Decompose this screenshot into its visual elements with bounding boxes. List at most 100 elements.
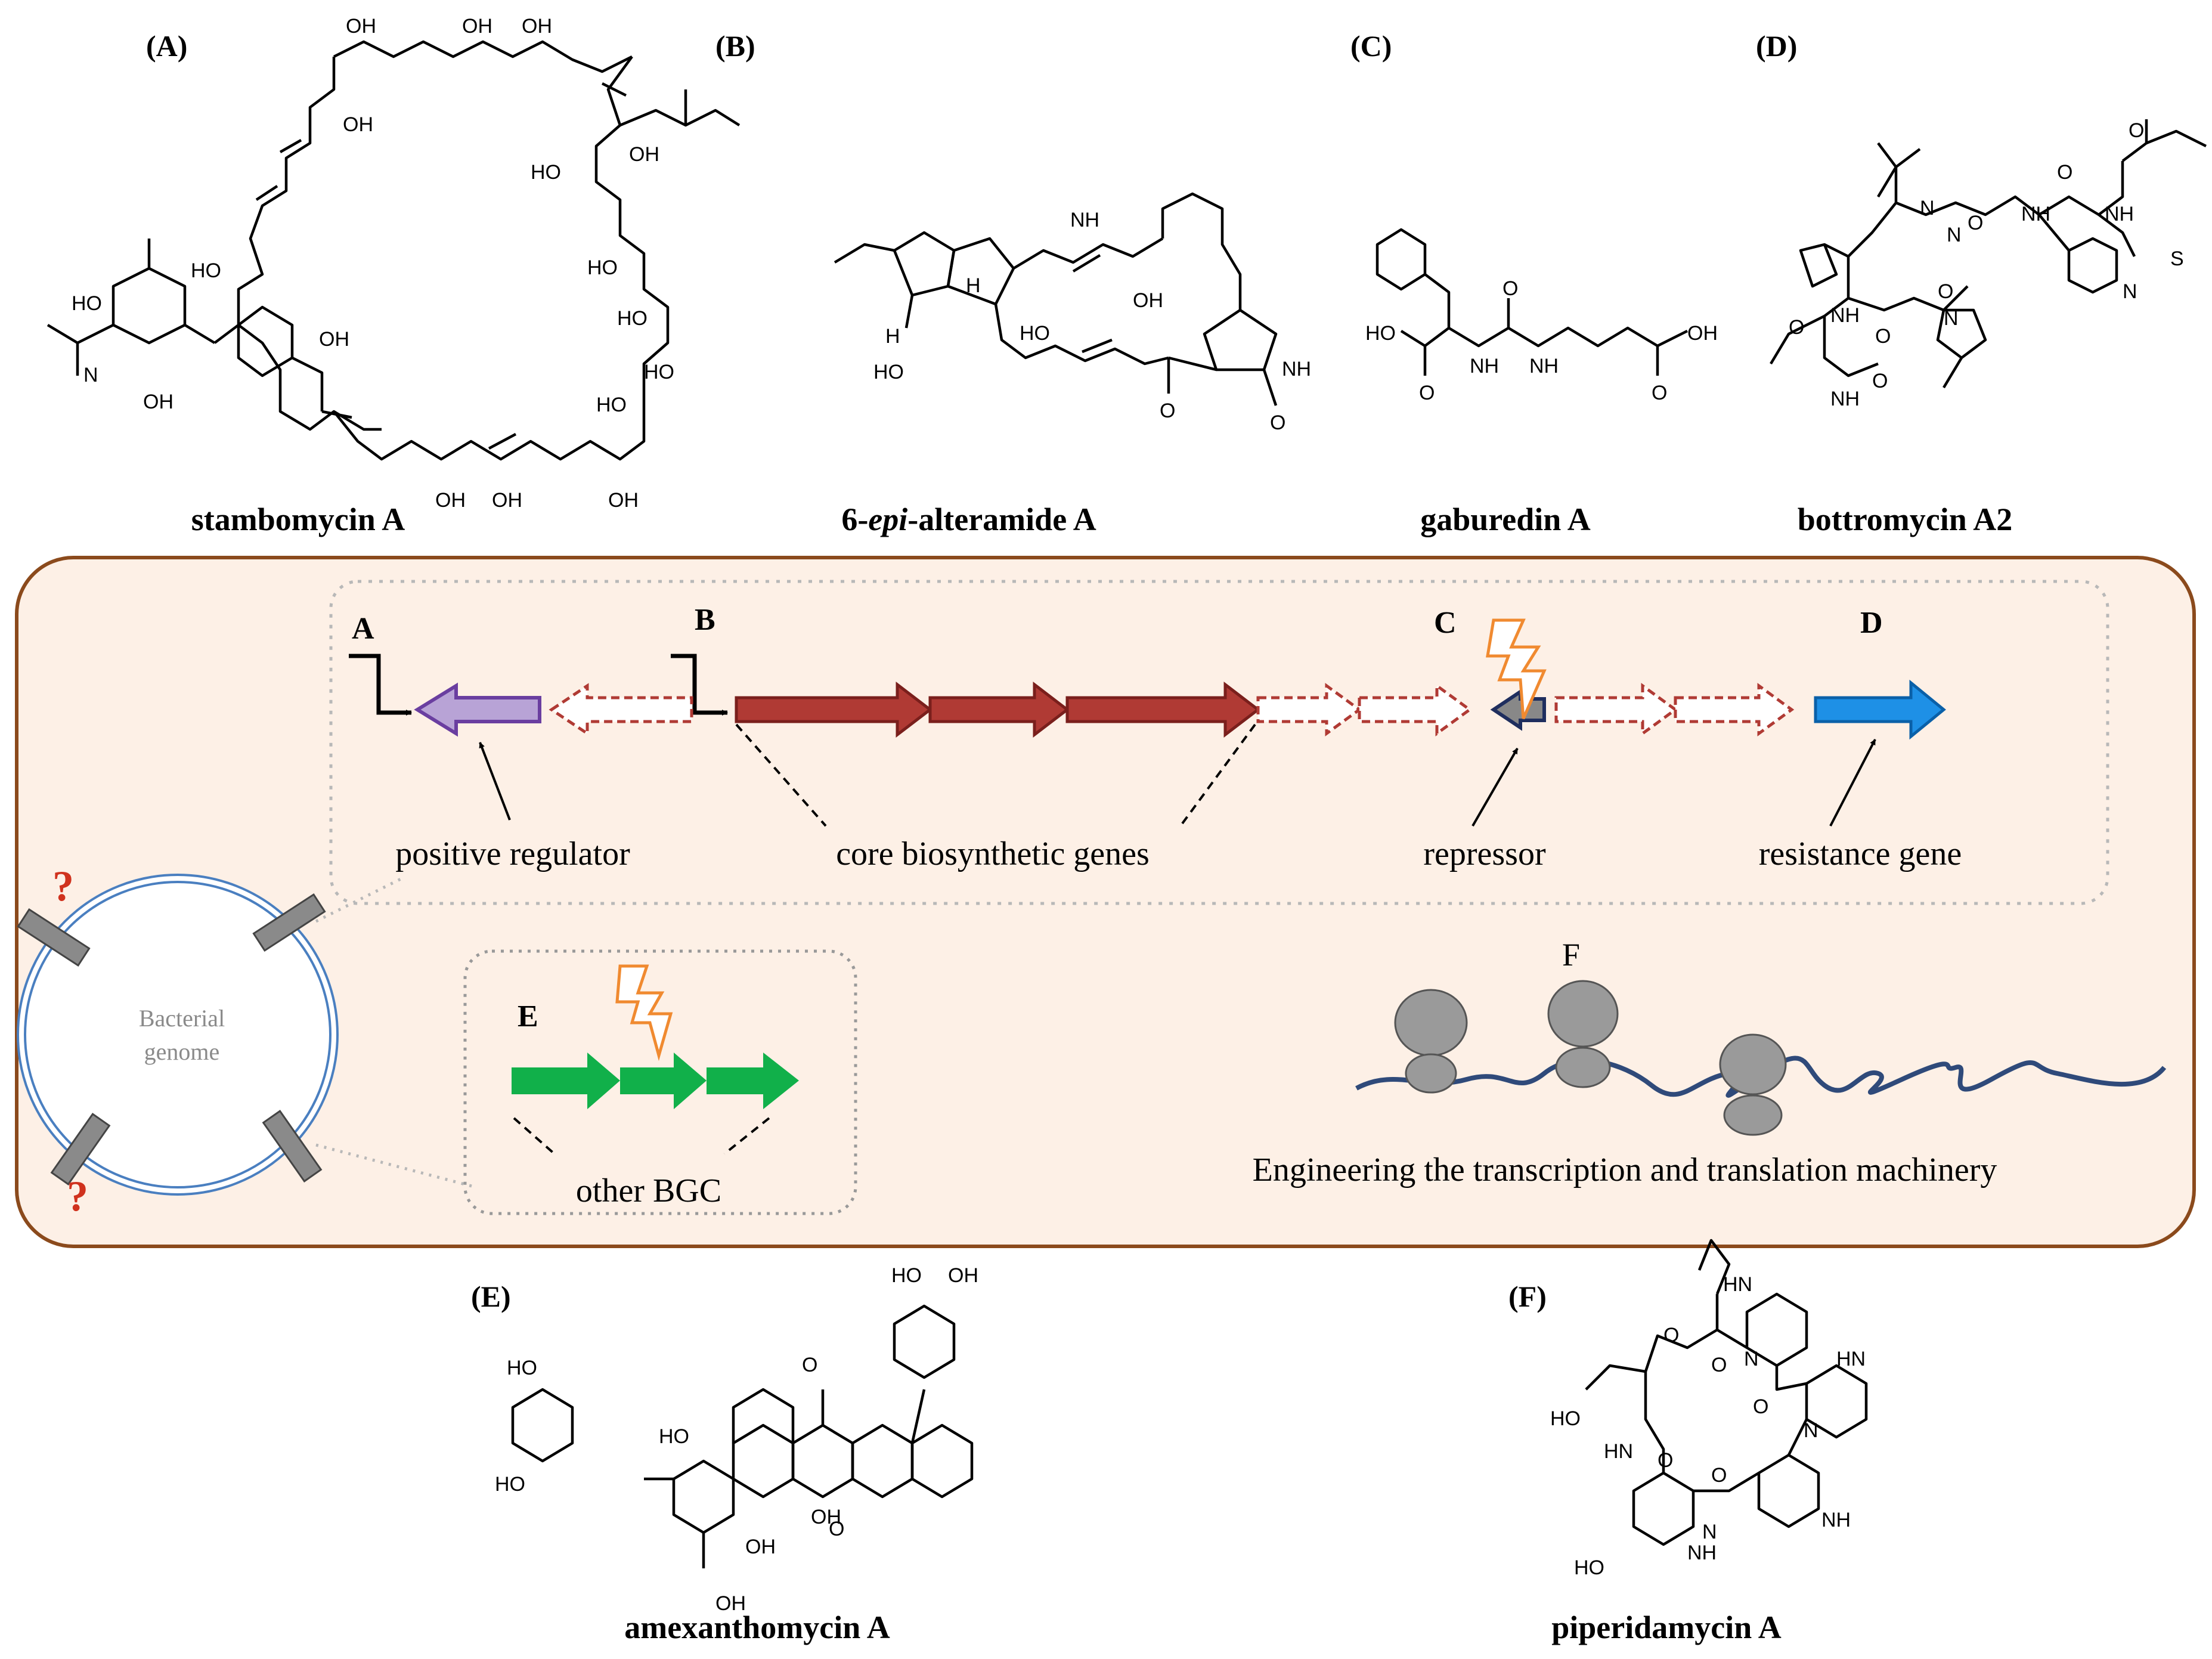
pointer-resistance: [1829, 739, 1876, 827]
genome-ring-outer: [17, 874, 339, 1196]
bgc-marker: [262, 1110, 323, 1183]
atom-label: OH: [629, 143, 659, 166]
atom-label: OH: [143, 391, 174, 413]
alteramide-atom-labels: NH OH H H HO HO NH O O: [873, 209, 1311, 434]
structure-gaburedin-a: [1375, 228, 1689, 376]
gaburedin-atom-labels: HO O NH O NH O OH: [1365, 277, 1718, 404]
label-other-bgc: other BGC: [575, 1172, 722, 1209]
machinery-letter: F: [1562, 937, 1581, 973]
atom-label: OH: [435, 489, 466, 512]
atom-label: HO: [495, 1473, 525, 1496]
atom-label: O: [1875, 325, 1891, 348]
atom-label: HO: [659, 1425, 689, 1448]
atom-label: O: [1658, 1449, 1673, 1472]
atom-label: OH: [745, 1536, 776, 1558]
atom-label: HO: [1020, 322, 1050, 345]
atom-label: HO: [72, 292, 102, 315]
atom-label: O: [802, 1354, 817, 1376]
other-bgc-gene: [620, 1053, 707, 1109]
atom-label: OH: [343, 113, 373, 136]
atom-label: HO: [1550, 1407, 1581, 1430]
atom-label: OH: [1133, 289, 1163, 312]
panel-letter-c: (C): [1350, 29, 1392, 63]
atom-label: O: [1652, 382, 1667, 404]
pointer-positive-regulator: [479, 742, 511, 821]
stambomycin-atom-labels: OH OH OH OH HO HO N OH OH HO OH HO HO HO…: [72, 15, 674, 512]
question-icon: ?: [67, 1172, 88, 1220]
label-core-genes: core biosynthetic genes: [836, 835, 1150, 872]
atom-label: OH: [948, 1264, 978, 1287]
atom-label: HO: [1365, 322, 1396, 345]
atom-label: O: [829, 1518, 844, 1540]
atom-label: NH: [1470, 355, 1499, 377]
atom-label: O: [1502, 277, 1518, 300]
cluster-letter-d: D: [1860, 606, 1883, 640]
dashed-gene: [1358, 683, 1473, 736]
bolt-icon: [1486, 618, 1547, 720]
mrna-strand: [1355, 1056, 2167, 1098]
atom-label: NH: [1282, 358, 1311, 380]
other-bgc-letter: E: [518, 999, 538, 1033]
atom-label: NH: [1529, 355, 1559, 377]
atom-label: OH: [608, 489, 639, 512]
atom-label: HO: [1574, 1556, 1604, 1579]
atom-label: O: [1419, 382, 1435, 404]
label-resistance-gene: resistance gene: [1758, 835, 1962, 872]
bracket-core-right: [1179, 723, 1256, 827]
compound-name-bottromycin: bottromycin A2: [1797, 502, 2013, 537]
other-bgc-box: [463, 949, 857, 1215]
atom-label: O: [1938, 280, 1953, 303]
atom-label: HO: [617, 307, 648, 330]
atom-label: HO: [507, 1357, 537, 1379]
atom-label: HO: [644, 361, 674, 383]
zoom-line: [315, 1143, 475, 1188]
bgc-marker: [17, 908, 91, 967]
core-gene-2: [928, 681, 1070, 738]
panel-letter-a: (A): [146, 29, 188, 63]
atom-label: O: [1663, 1324, 1679, 1347]
atom-label: N: [1920, 197, 1935, 219]
piperidamycin-atom-labels: HN N O O HN N O HO HN O O N NH HO NH: [1550, 1273, 1866, 1579]
core-gene-1: [735, 681, 933, 738]
structure-stambomycin-a: [47, 40, 741, 461]
panel-letter-e: (E): [471, 1280, 511, 1313]
structure-bottromycin-a2: [1770, 119, 2207, 389]
atom-label: NH: [2021, 203, 2050, 225]
structure-amexanthomycin-a: [511, 1304, 974, 1568]
atom-label: O: [1872, 370, 1888, 392]
cluster-zoom-box: [329, 580, 2109, 905]
compound-name-piperidamycin: piperidamycin A: [1551, 1610, 1782, 1645]
ribosome-icon: [1719, 1033, 1787, 1136]
atom-label: N: [2123, 280, 2137, 303]
atom-label: N: [1744, 1348, 1759, 1370]
compound-name-gaburedin: gaburedin A: [1420, 502, 1591, 537]
atom-label: NH: [1830, 388, 1860, 410]
dashed-gene: [1554, 683, 1678, 736]
promoter-a-arrow: [349, 654, 412, 716]
ribosome-icon: [1547, 980, 1619, 1088]
label-positive-regulator: positive regulator: [395, 835, 630, 872]
atom-label: O: [1711, 1464, 1727, 1487]
other-bgc-gene: [512, 1053, 620, 1109]
atom-label: O: [1160, 400, 1175, 422]
atom-label: HO: [873, 361, 904, 383]
panel-letter-b: (B): [715, 29, 755, 63]
cluster-letter-b: B: [695, 603, 715, 637]
pointer-repressor: [1471, 748, 1519, 827]
positive-regulator-gene: [414, 682, 541, 737]
compound-name-amexanthomycin: amexanthomycin A: [624, 1610, 890, 1645]
atom-label: OH: [715, 1592, 746, 1615]
bracket-core-left: [735, 723, 827, 827]
core-gene-3: [1065, 681, 1261, 738]
atom-label: NH: [1070, 209, 1099, 231]
atom-label: O: [1968, 212, 1983, 234]
dashed-gene: [1674, 683, 1795, 736]
dashed-gene: [549, 683, 693, 736]
atom-label: HN: [1604, 1440, 1633, 1463]
panel-letter-d: (D): [1756, 29, 1798, 63]
atom-label: NH: [2105, 203, 2134, 225]
atom-label: HO: [596, 394, 627, 416]
other-bgc-gene: [707, 1053, 799, 1109]
dashed-gene: [1256, 683, 1362, 736]
